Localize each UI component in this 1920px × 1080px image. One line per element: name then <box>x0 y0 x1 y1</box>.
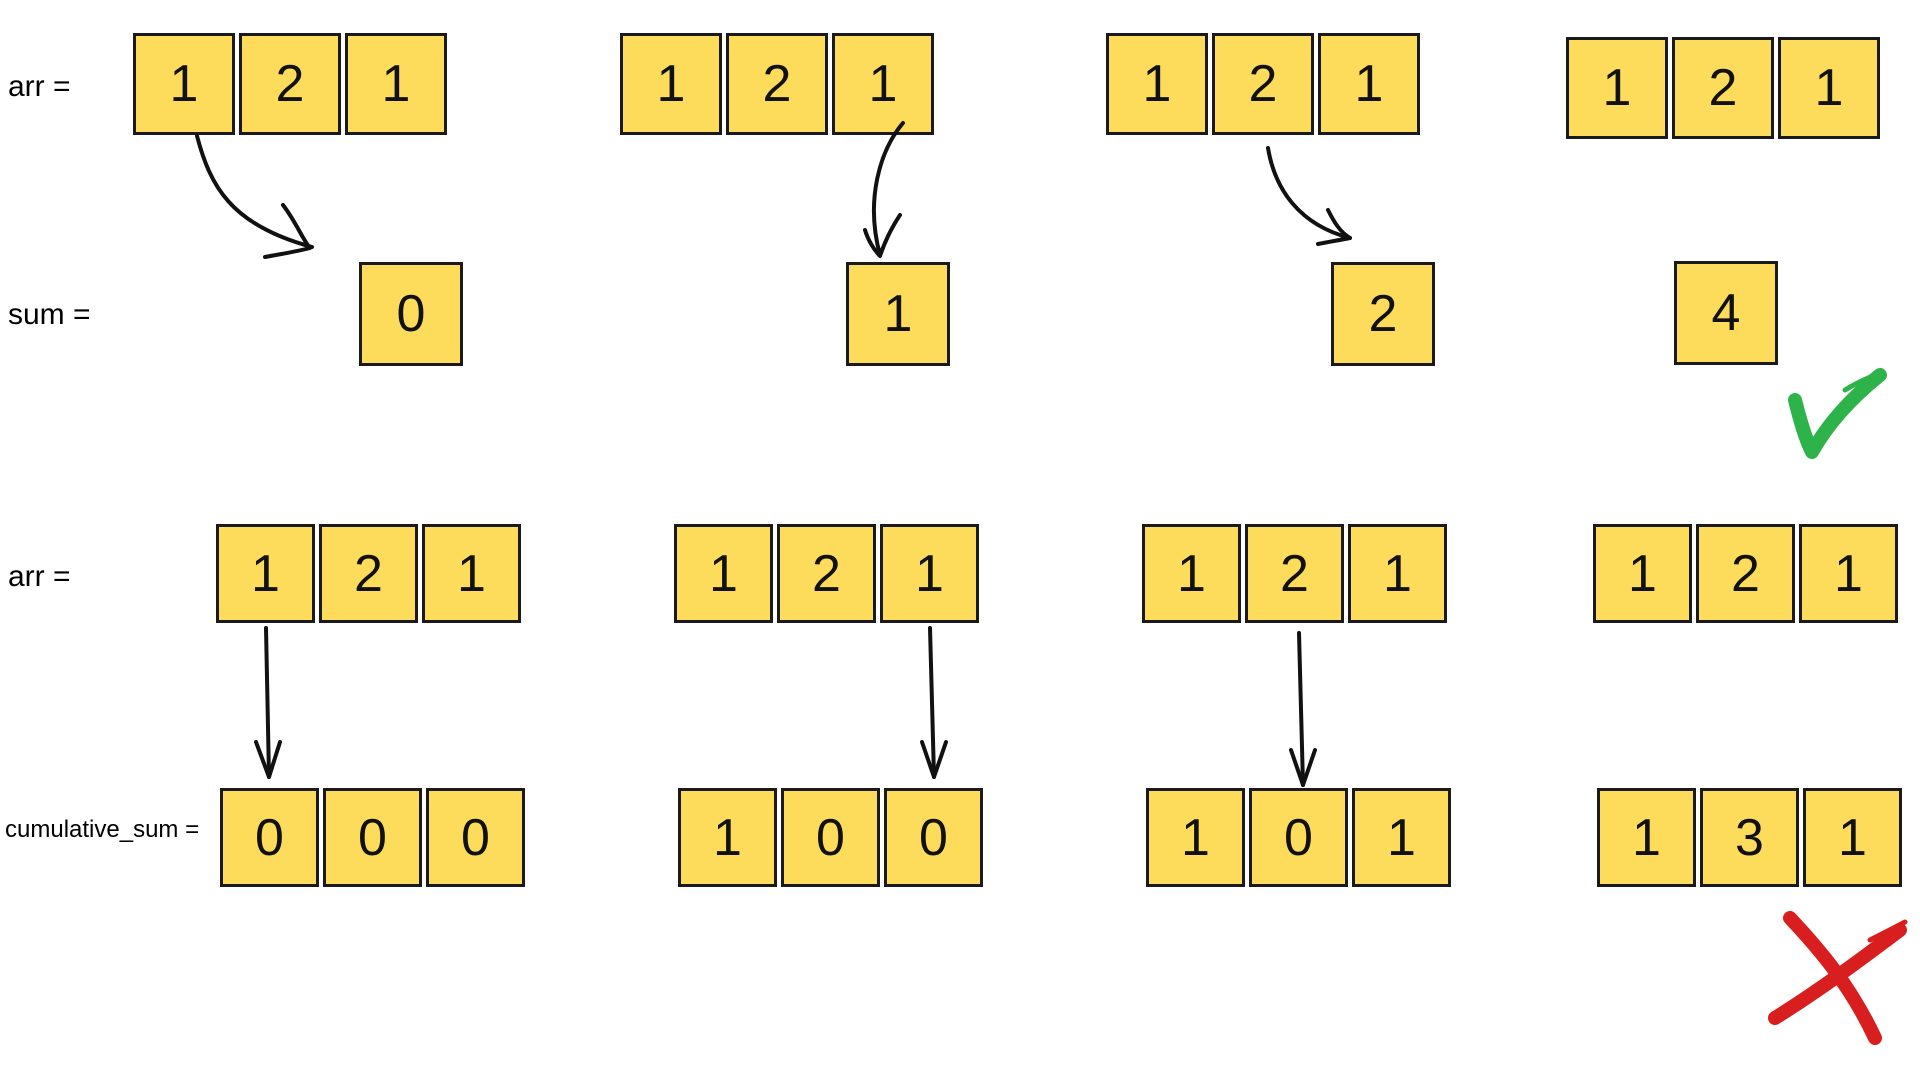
arr-cell: 1 <box>1566 37 1668 139</box>
arr-cell: 1 <box>1106 33 1208 135</box>
cumulative-sum-cell: 0 <box>781 788 880 887</box>
arr-cell: 1 <box>422 524 521 623</box>
arrow-icon <box>863 121 905 258</box>
cumulative-sum-cell: 0 <box>1249 788 1348 887</box>
arr-label-top: arr = <box>8 70 71 103</box>
sum-box-4: 4 <box>1674 261 1778 365</box>
arr-row-top-2: 1 2 1 <box>620 33 934 135</box>
cumulative-sum-cell: 1 <box>1352 788 1451 887</box>
cumulative-sum-cell: 0 <box>426 788 525 887</box>
cumulative-sum-label: cumulative_sum = <box>5 816 200 843</box>
arr-cell: 1 <box>832 33 934 135</box>
arrow-icon <box>1266 146 1352 246</box>
cumulative-sum-cell: 1 <box>1597 788 1696 887</box>
arr-cell: 1 <box>345 33 447 135</box>
sum-box-3: 2 <box>1331 262 1435 366</box>
cumulative-sum-row-1: 0 0 0 <box>220 788 525 887</box>
cumulative-sum-cell: 1 <box>1146 788 1245 887</box>
arr-cell: 1 <box>216 524 315 623</box>
cumulative-sum-cell: 3 <box>1700 788 1799 887</box>
arr-row-top-4: 1 2 1 <box>1566 37 1880 139</box>
arrow-icon <box>254 626 282 779</box>
arr-cell: 1 <box>1778 37 1880 139</box>
arr-row-top-1: 1 2 1 <box>133 33 447 135</box>
arr-cell: 2 <box>1672 37 1774 139</box>
arr-cell: 2 <box>777 524 876 623</box>
arr-cell: 2 <box>1245 524 1344 623</box>
arr-cell: 2 <box>319 524 418 623</box>
cumulative-sum-cell: 0 <box>884 788 983 887</box>
cumulative-sum-cell: 0 <box>220 788 319 887</box>
cross-icon <box>1768 911 1908 1045</box>
arr-cell: 1 <box>1593 524 1692 623</box>
arr-cell: 2 <box>1212 33 1314 135</box>
cumulative-sum-cell: 1 <box>678 788 777 887</box>
arr-cell: 2 <box>1696 524 1795 623</box>
cumulative-sum-row-2: 1 0 0 <box>678 788 983 887</box>
arr-row-bottom-3: 1 2 1 <box>1142 524 1447 623</box>
check-icon <box>1788 368 1887 459</box>
cumulative-sum-row-3: 1 0 1 <box>1146 788 1451 887</box>
arr-cell: 1 <box>133 33 235 135</box>
arr-cell: 1 <box>1348 524 1447 623</box>
cumulative-sum-cell: 0 <box>323 788 422 887</box>
sum-label: sum = <box>8 298 91 331</box>
cumulative-sum-row-4: 1 3 1 <box>1597 788 1902 887</box>
arr-row-top-3: 1 2 1 <box>1106 33 1420 135</box>
arr-cell: 1 <box>1318 33 1420 135</box>
arr-row-bottom-1: 1 2 1 <box>216 524 521 623</box>
arr-label-bottom: arr = <box>8 560 71 593</box>
arr-cell: 1 <box>880 524 979 623</box>
arrow-icon <box>1289 631 1317 787</box>
arr-cell: 1 <box>674 524 773 623</box>
arr-cell: 2 <box>726 33 828 135</box>
arr-cell: 2 <box>239 33 341 135</box>
arrow-icon <box>920 626 948 779</box>
cumulative-sum-cell: 1 <box>1803 788 1902 887</box>
arr-cell: 1 <box>620 33 722 135</box>
arr-cell: 1 <box>1142 524 1241 623</box>
sum-box-2: 1 <box>846 262 950 366</box>
sum-box-1: 0 <box>359 262 463 366</box>
arrow-icon <box>195 134 314 259</box>
arr-cell: 1 <box>1799 524 1898 623</box>
arr-row-bottom-2: 1 2 1 <box>674 524 979 623</box>
arr-row-bottom-4: 1 2 1 <box>1593 524 1898 623</box>
